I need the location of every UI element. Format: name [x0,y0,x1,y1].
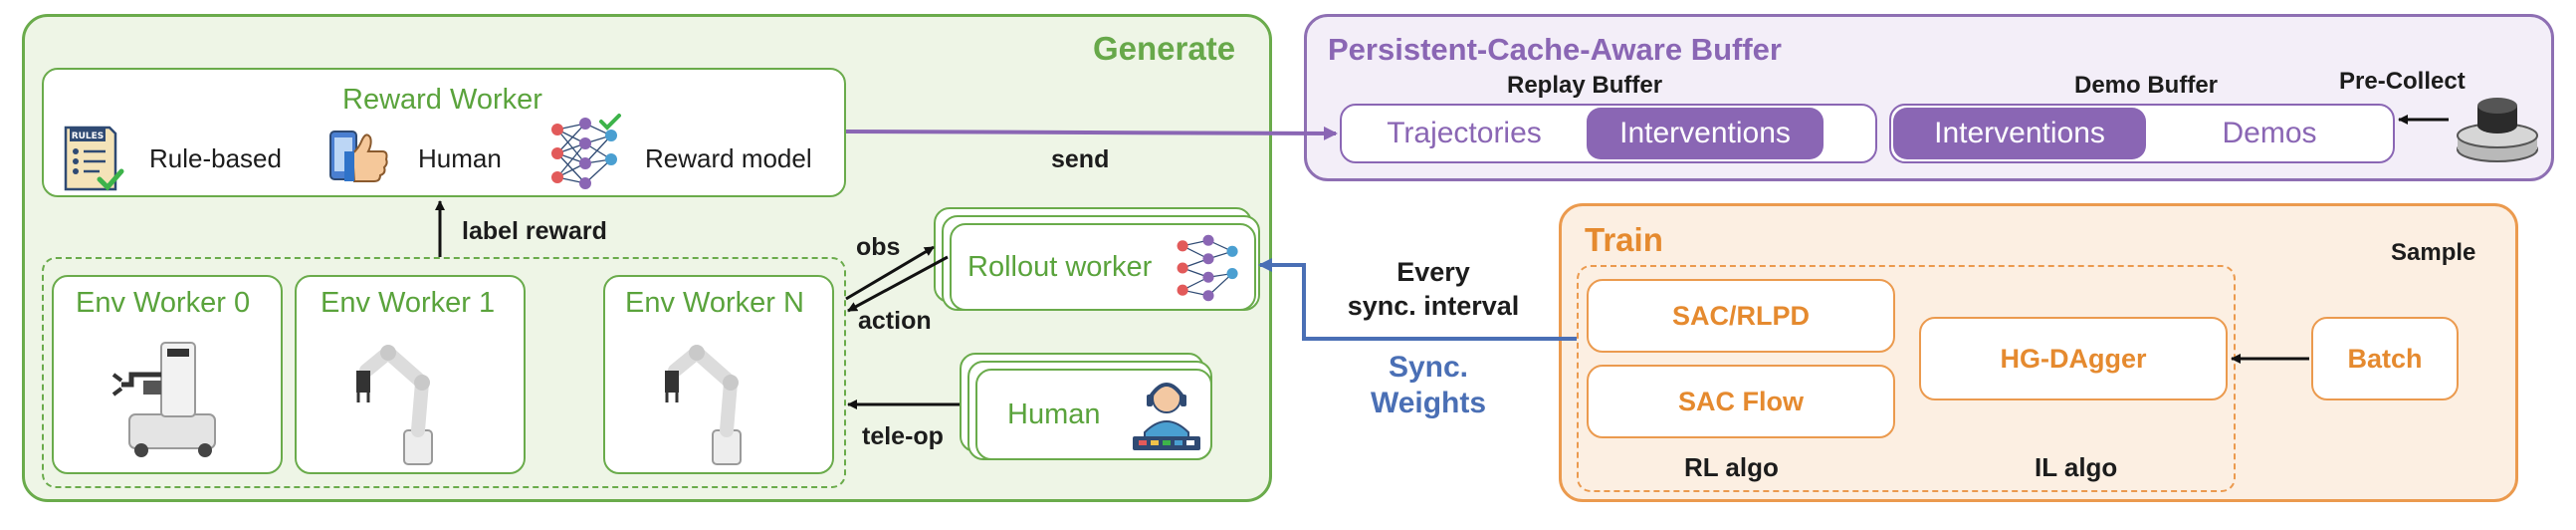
reward-rule-based-label: Rule-based [149,143,282,173]
env-worker-n-title: Env Worker N [625,287,804,319]
demo-buffer-title: Demo Buffer [2074,72,2219,99]
robot-arm-icon [356,345,433,465]
algo-group [1577,265,2236,492]
teleoperator-icon [1133,383,1200,450]
obs-arrow [845,245,935,301]
obs-text: obs [856,233,901,261]
replay-buffer-title: Replay Buffer [1507,72,1663,99]
replay-trajectories-slot: Trajectories [1387,117,1542,149]
spacemouse-icon [2457,98,2538,162]
every-sync-interval-line1: Every [1396,257,1470,287]
env-workers-group [42,257,846,488]
env-worker-0-title: Env Worker 0 [76,287,251,319]
rules-checklist-icon: RULES [64,126,124,191]
train-title: Train [1585,221,1663,258]
sync-weights-line2: Weights [1370,387,1487,419]
action-text: action [858,307,932,335]
neural-network-icon [1177,234,1238,302]
reward-worker-box [42,68,846,197]
reward-worker-title: Reward Worker [342,84,542,116]
buffer-title: Persistent-Cache-Aware Buffer [1328,32,1782,67]
human-operator-label: Human [1007,398,1101,430]
rules-label: RULES [72,132,105,141]
thumbs-up-phone-icon [329,131,388,182]
env-worker-1-title: Env Worker 1 [321,287,496,319]
send-text: send [1051,145,1110,173]
mobile-robot-icon [111,342,216,457]
generate-title: Generate [1093,30,1236,67]
sync-weights-arrow [1258,258,1577,341]
send-arrow [845,126,1338,140]
replay-interventions-slot: Interventions [1587,108,1824,159]
sac-flow-box: SAC Flow [1587,365,1895,438]
batch-box: Batch [2311,317,2459,400]
every-sync-interval-line2: sync. interval [1347,291,1520,321]
demo-demos-slot: Demos [2222,117,2317,149]
neural-network-icon [551,114,621,189]
reward-model-label: Reward model [645,143,812,173]
sync-weights-line1: Sync. [1388,351,1469,384]
action-arrow [847,255,949,313]
robot-arm-icon [665,345,742,465]
reward-human-label: Human [418,143,502,173]
hg-dagger-box: HG-DAgger [1919,317,2228,400]
demo-interventions-slot: Interventions [1893,108,2146,159]
human-operator-box [975,369,1212,460]
label-reward-text: label reward [462,217,607,245]
sac-rlpd-box: SAC/RLPD [1587,279,1895,353]
tele-op-text: tele-op [862,422,944,450]
rl-algo-label: RL algo [1684,452,1779,482]
rollout-worker-label: Rollout worker [967,251,1153,283]
sample-text: Sample [2391,239,2476,266]
pre-collect-text: Pre-Collect [2339,68,2466,95]
il-algo-label: IL algo [2035,452,2118,482]
